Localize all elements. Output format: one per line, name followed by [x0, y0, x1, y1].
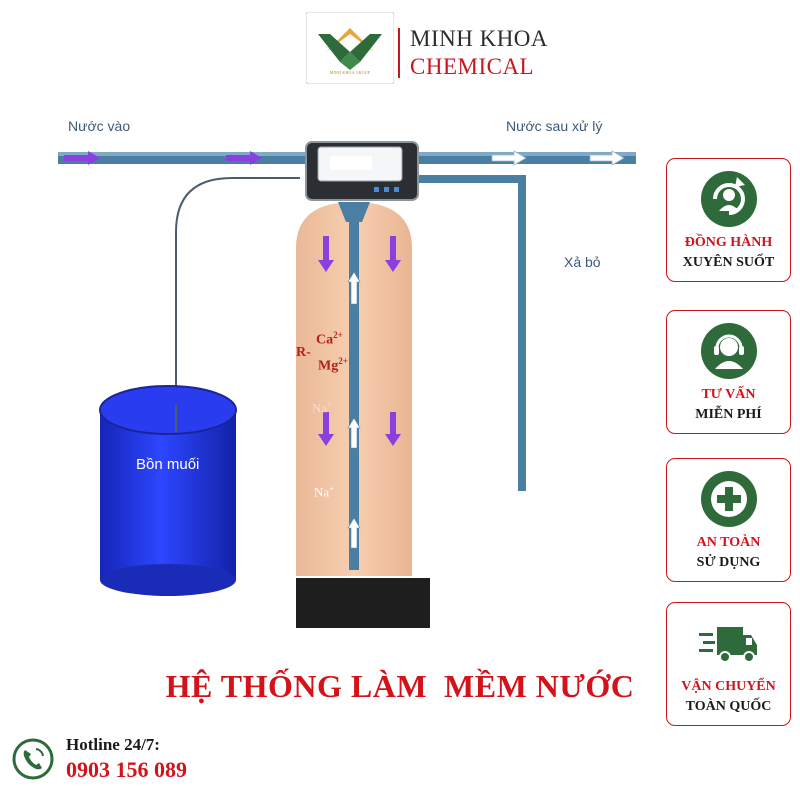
- inlet-label: Nước vào: [68, 118, 131, 134]
- feature-title: AN TOÀN: [696, 535, 761, 550]
- outlet-label: Nước sau xử lý: [506, 118, 603, 134]
- vessel-base: [296, 578, 430, 628]
- resin-vessel: [296, 202, 412, 576]
- drain-label: Xả bỏ: [564, 254, 601, 270]
- inlet-flow-arrows: [64, 151, 262, 165]
- brand-name: MINH KHOA: [410, 26, 549, 51]
- feature-subtitle: SỬ DỤNG: [696, 555, 761, 570]
- resin-label: R-: [296, 345, 311, 360]
- downflow-arrows: [318, 236, 401, 446]
- brand-logo: [306, 12, 394, 84]
- partner-support-icon: [701, 171, 757, 227]
- hotline-number[interactable]: 0903 156 089: [66, 757, 187, 782]
- brine-tank: [99, 385, 237, 596]
- upflow-arrows: [347, 271, 361, 549]
- feature-subtitle: TOÀN QUỐC: [685, 699, 772, 714]
- delivery-truck-icon: [699, 627, 757, 663]
- feature-card-delivery: VẬN CHUYỂN TOÀN QUỐC: [666, 602, 791, 726]
- feature-title: VẬN CHUYỂN: [681, 679, 776, 694]
- ion-magnesium: Mg2+: [318, 356, 348, 374]
- feature-card-consult: TƯ VẤN MIỄN PHÍ: [666, 310, 791, 434]
- control-valve: [305, 141, 419, 201]
- feature-title: TƯ VẤN: [701, 387, 756, 402]
- drain-pipe: [412, 175, 526, 491]
- brand-tagline: MINH KHOA GROUP: [329, 70, 371, 75]
- ion-sodium: Na+: [314, 484, 334, 500]
- ion-sodium-faded: Na+: [312, 400, 332, 416]
- feature-card-safety: AN TOÀN SỬ DỤNG: [666, 458, 791, 582]
- hotline-label: Hotline 24/7:: [66, 735, 160, 754]
- feature-subtitle: XUYÊN SUỐT: [682, 255, 775, 270]
- feature-title: ĐỒNG HÀNH: [684, 235, 773, 250]
- feature-subtitle: MIỄN PHÍ: [695, 407, 762, 422]
- consultant-headset-icon: [701, 323, 757, 379]
- phone-icon[interactable]: [12, 738, 54, 780]
- outlet-flow-arrows: [491, 150, 625, 166]
- water-softener-diagram: [58, 141, 636, 628]
- brine-line: [175, 177, 300, 432]
- brand-divider: [398, 28, 400, 78]
- feature-card-partner: ĐỒNG HÀNH XUYÊN SUỐT: [666, 158, 791, 282]
- page-title: HỆ THỐNG LÀM MỀM NƯỚC: [165, 668, 635, 704]
- ion-calcium: Ca2+: [316, 330, 343, 348]
- brine-tank-label: Bồn muối: [136, 456, 200, 473]
- safety-first-icon: [701, 471, 757, 527]
- brand-subtitle: CHEMICAL: [410, 54, 535, 79]
